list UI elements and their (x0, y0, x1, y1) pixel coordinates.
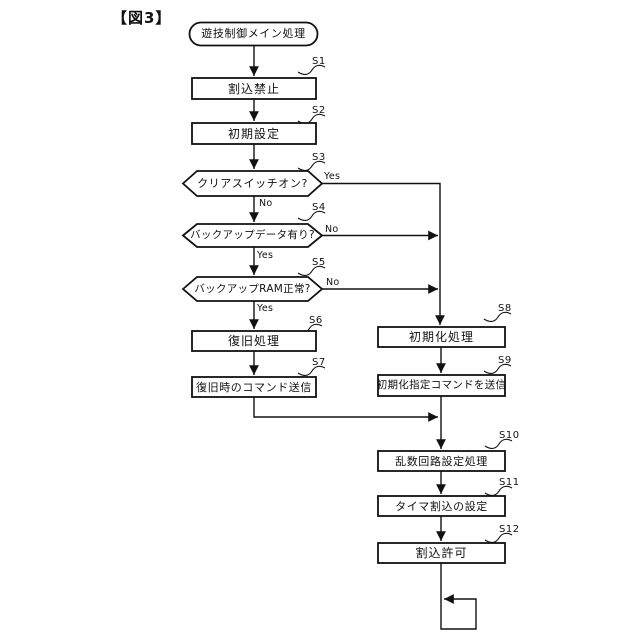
step-tag-s7: S7 (312, 357, 326, 368)
process-s1-shape (191, 77, 317, 100)
leader-squiggle-s8 (483, 311, 512, 322)
step-tag-s2: S2 (312, 105, 326, 116)
step-tag-s11: S11 (499, 477, 520, 488)
process-s10-label: 乱数回路設定処理 (395, 454, 488, 468)
step-tag-s4: S4 (312, 202, 326, 213)
process-s9: 初期化指定コマンドを送信 (376, 375, 507, 396)
branch-label-s3-yes: Yes (324, 171, 341, 182)
process-s10-shape (377, 450, 506, 472)
decision-s3-shape (181, 170, 324, 197)
decision-s3: クリアスイッチオン? (183, 171, 322, 196)
decision-s4-label: バックアップデータ有り? (190, 229, 315, 242)
leader-squiggle-s10 (484, 438, 513, 449)
leader-squiggle-s9 (483, 363, 512, 374)
terminator-start-shape (188, 21, 319, 47)
branch-label-s5-no: No (326, 277, 340, 288)
step-tag-s3: S3 (312, 152, 326, 163)
branch-label-s4-yes: Yes (257, 250, 274, 261)
process-s7-shape (191, 376, 317, 398)
leader-squiggle-s7 (297, 365, 326, 376)
decision-s5-label: バックアップRAM正常? (194, 282, 311, 295)
decision-s4-shape (181, 223, 324, 248)
process-s12: 割込許可 (378, 543, 505, 563)
step-tag-s9: S9 (498, 355, 512, 366)
process-s12-label: 割込許可 (415, 546, 468, 560)
process-s2-label: 初期設定 (227, 126, 280, 141)
connector-main-loop (440, 563, 477, 630)
step-tag-s8: S8 (498, 303, 512, 314)
process-s6-label: 復旧処理 (227, 334, 280, 348)
decision-s5: バックアップRAM正常? (183, 277, 322, 301)
process-s6-shape (191, 330, 317, 352)
process-s7: 復旧時のコマンド送信 (192, 377, 316, 397)
process-s11-shape (377, 495, 506, 517)
process-s1: 割込禁止 (192, 78, 316, 99)
process-s12-shape (377, 542, 506, 564)
leader-squiggle-s1 (297, 64, 326, 75)
connector-s3-yes-to-s8 (322, 182, 445, 325)
process-s8-shape (377, 326, 506, 348)
process-s8-label: 初期化処理 (408, 330, 474, 344)
process-s10: 乱数回路設定処理 (378, 451, 505, 471)
process-s9-label: 初期化指定コマンドを送信 (376, 379, 507, 392)
process-s6: 復旧処理 (192, 331, 316, 351)
decision-s4: バックアップデータ有り? (183, 224, 322, 247)
decision-s3-label: クリアスイッチオン? (197, 177, 308, 190)
branch-label-s5-yes: Yes (257, 303, 274, 314)
terminator-start: 遊技制御メイン処理 (189, 22, 318, 45)
process-s9-shape (377, 374, 506, 397)
process-s7-label: 復旧時のコマンド送信 (196, 380, 312, 394)
process-s1-label: 割込禁止 (227, 81, 280, 96)
decision-s5-shape (181, 276, 324, 302)
branch-label-s4-no: No (325, 224, 339, 235)
process-s8: 初期化処理 (378, 327, 505, 347)
figure-label: 【図3】 (112, 9, 172, 27)
process-s11-label: タイマ割込の設定 (395, 499, 488, 513)
step-tag-s1: S1 (312, 56, 326, 67)
terminator-start-label: 遊技制御メイン処理 (201, 27, 306, 40)
branch-label-s3-no: No (259, 198, 273, 209)
step-tag-s12: S12 (499, 524, 520, 535)
leader-squiggle-s5 (297, 265, 326, 276)
step-tag-s10: S10 (499, 430, 520, 441)
process-s2-shape (191, 122, 317, 145)
step-tag-s6: S6 (309, 315, 323, 326)
process-s2: 初期設定 (192, 123, 316, 144)
leader-squiggle-s4 (297, 210, 326, 221)
process-s11: タイマ割込の設定 (378, 496, 505, 516)
step-tag-s5: S5 (312, 257, 326, 268)
connector-s7-to-merge (253, 397, 438, 422)
